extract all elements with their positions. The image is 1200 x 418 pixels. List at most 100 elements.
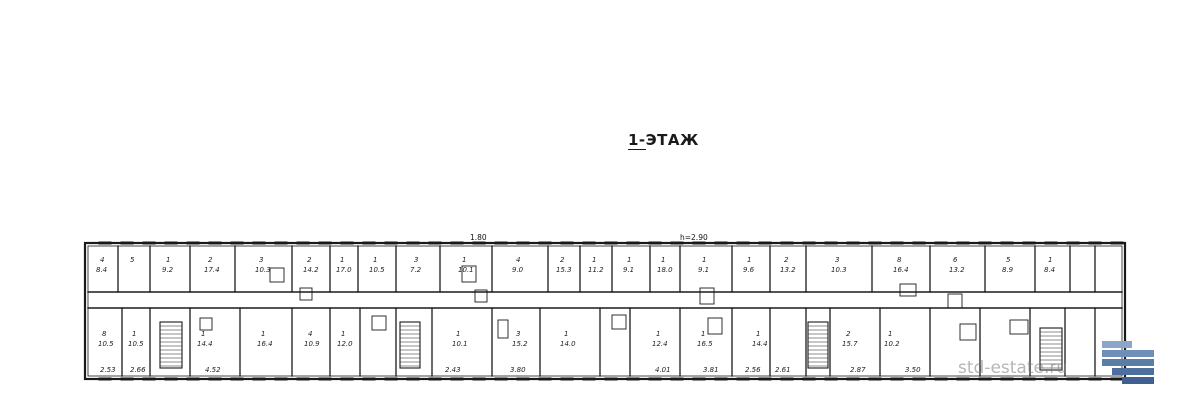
ceiling-height-label: h=2.90 [680, 233, 708, 242]
room-number: 1 [756, 330, 760, 338]
room-number: 4 [100, 256, 104, 264]
room-number: 1 [166, 256, 170, 264]
floor-title: 1-ЭТАЖ [628, 131, 699, 150]
sanitary-box [371, 315, 387, 331]
room-number: 1 [656, 330, 660, 338]
room-area: 8.4 [1044, 266, 1055, 274]
dimension-label: 2.66 [130, 366, 146, 374]
room-number: 1 [627, 256, 631, 264]
room-number: 5 [130, 256, 135, 264]
room-area: 8.4 [96, 266, 107, 274]
dimension-label: 4.52 [205, 366, 221, 374]
room-number: 1 [888, 330, 892, 338]
sanitary-box [199, 317, 213, 331]
room-number: 3 [414, 256, 418, 264]
sanitary-box [1009, 319, 1029, 335]
room-area: 15.7 [842, 340, 858, 348]
room-number: 8 [102, 330, 107, 338]
room-number: 1 [592, 256, 596, 264]
room-area: 16.5 [697, 340, 713, 348]
room-area: 17.0 [336, 266, 352, 274]
watermark-text: std-estate.ru [958, 358, 1068, 378]
room-area: 18.0 [657, 266, 673, 274]
room-number: 2 [307, 256, 312, 264]
staircase [159, 321, 183, 369]
dimension-label: 2.56 [745, 366, 761, 374]
room-area: 9.0 [512, 266, 524, 274]
dimension-label: 2.87 [850, 366, 866, 374]
room-area: 10.9 [304, 340, 320, 348]
room-area: 14.0 [560, 340, 576, 348]
room-number: 1 [702, 256, 706, 264]
room-number: 8 [897, 256, 902, 264]
room-area: 9.2 [162, 266, 174, 274]
sanitary-box [899, 283, 917, 297]
room-number: 1 [261, 330, 265, 338]
staircase [399, 321, 421, 369]
room-area: 10.3 [831, 266, 847, 274]
room-number: 1 [201, 330, 205, 338]
building-inner-outline [87, 245, 1123, 377]
sanitary-box [269, 267, 285, 283]
room-number: 1 [132, 330, 136, 338]
room-area: 7.2 [410, 266, 422, 274]
room-area: 10.1 [452, 340, 468, 348]
room-number: 1 [456, 330, 460, 338]
room-number: 1 [340, 256, 344, 264]
room-number: 1 [747, 256, 751, 264]
room-area: 15.2 [512, 340, 528, 348]
room-area: 10.5 [98, 340, 114, 348]
room-number: 2 [560, 256, 565, 264]
room-area: 10.5 [128, 340, 144, 348]
room-number: 3 [835, 256, 839, 264]
room-area: 10.3 [255, 266, 271, 274]
room-area: 13.2 [949, 266, 965, 274]
room-area: 15.3 [556, 266, 572, 274]
dimension-label: 3.50 [905, 366, 921, 374]
room-area: 10.1 [458, 266, 474, 274]
std-estate-logo-icon [1102, 341, 1154, 384]
room-area: 11.2 [588, 266, 604, 274]
room-number: 6 [953, 256, 958, 264]
sanitary-box [461, 265, 477, 283]
room-area: 14.4 [752, 340, 768, 348]
room-number: 2 [784, 256, 789, 264]
sanitary-box [947, 293, 963, 309]
floor-title-text: ЭТАЖ [645, 131, 699, 149]
room-number: 1 [341, 330, 345, 338]
room-area: 12.0 [337, 340, 353, 348]
room-area: 12.4 [652, 340, 668, 348]
room-area: 9.6 [743, 266, 755, 274]
room-area: 14.2 [303, 266, 319, 274]
dimension-label: 3.81 [703, 366, 719, 374]
room-area: 14.4 [197, 340, 213, 348]
dimension-label: 2.53 [100, 366, 116, 374]
staircase [807, 321, 829, 369]
room-area: 16.4 [257, 340, 273, 348]
sanitary-box [611, 314, 627, 330]
room-area: 16.4 [893, 266, 909, 274]
top-dimension-label: 1.80 [470, 233, 487, 242]
dimension-label: 2.61 [775, 366, 791, 374]
room-number: 2 [846, 330, 851, 338]
room-number: 1 [701, 330, 705, 338]
dimension-label: 3.80 [510, 366, 526, 374]
room-area: 9.1 [623, 266, 634, 274]
room-area: 13.2 [780, 266, 796, 274]
sanitary-box [699, 287, 715, 305]
room-number: 5 [1006, 256, 1011, 264]
room-area: 10.2 [884, 340, 900, 348]
room-area: 9.1 [698, 266, 709, 274]
room-number: 1 [373, 256, 377, 264]
room-number: 1 [462, 256, 466, 264]
dimension-label: 2.43 [445, 366, 461, 374]
sanitary-box [959, 323, 977, 341]
room-area: 8.9 [1002, 266, 1014, 274]
room-number: 3 [259, 256, 263, 264]
room-number: 1 [1048, 256, 1052, 264]
sanitary-box [707, 317, 723, 335]
room-number: 1 [661, 256, 665, 264]
room-number: 1 [564, 330, 568, 338]
room-number: 4 [308, 330, 312, 338]
dimension-label: 4.01 [655, 366, 671, 374]
